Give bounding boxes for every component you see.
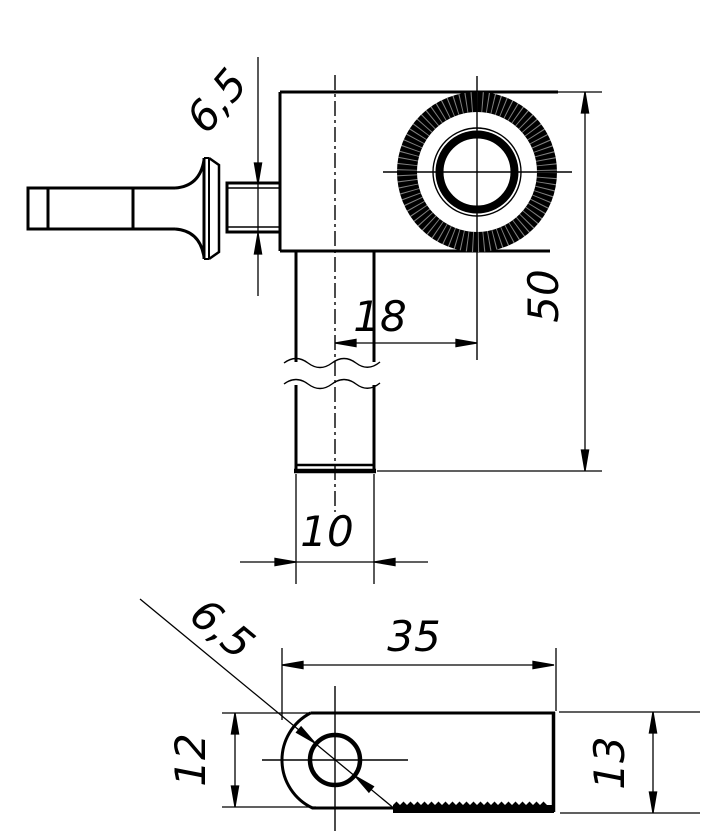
threaded-stem: [225, 181, 280, 234]
dim-label-stem-diameter: 6,5: [177, 59, 257, 142]
dimension-hole-diameter: [139, 598, 397, 811]
serrated-edge: [393, 801, 554, 813]
dimension-hole-offset: [334, 338, 478, 348]
dim-label-hole-diameter: 6,5: [181, 589, 264, 669]
dimension-shaft-diameter: [240, 474, 428, 584]
handle-bar: [26, 186, 175, 231]
dim-label-shaft-diameter: 10: [300, 507, 353, 556]
front-centerlines: [334, 75, 572, 512]
plan-view: [139, 598, 700, 831]
dim-label-overall-height: 50: [519, 269, 568, 322]
knob: [174, 156, 221, 261]
dimension-stem-diameter: [253, 57, 263, 296]
break-line: [283, 357, 381, 369]
body-block: [278, 90, 558, 253]
dimension-plate-length: [281, 648, 557, 720]
dimension-overall-height: [377, 91, 602, 472]
dim-label-plate-thickness: 13: [585, 736, 634, 789]
dim-label-plate-length: 35: [387, 612, 440, 661]
dimension-plate-thickness: [559, 711, 700, 814]
front-view: [26, 57, 602, 584]
break-line: [283, 378, 381, 390]
dimension-plate-width: [222, 712, 316, 808]
dim-label-plate-width: 12: [166, 733, 215, 786]
dim-label-hole-offset: 18: [353, 292, 406, 341]
shaft: [283, 251, 381, 474]
